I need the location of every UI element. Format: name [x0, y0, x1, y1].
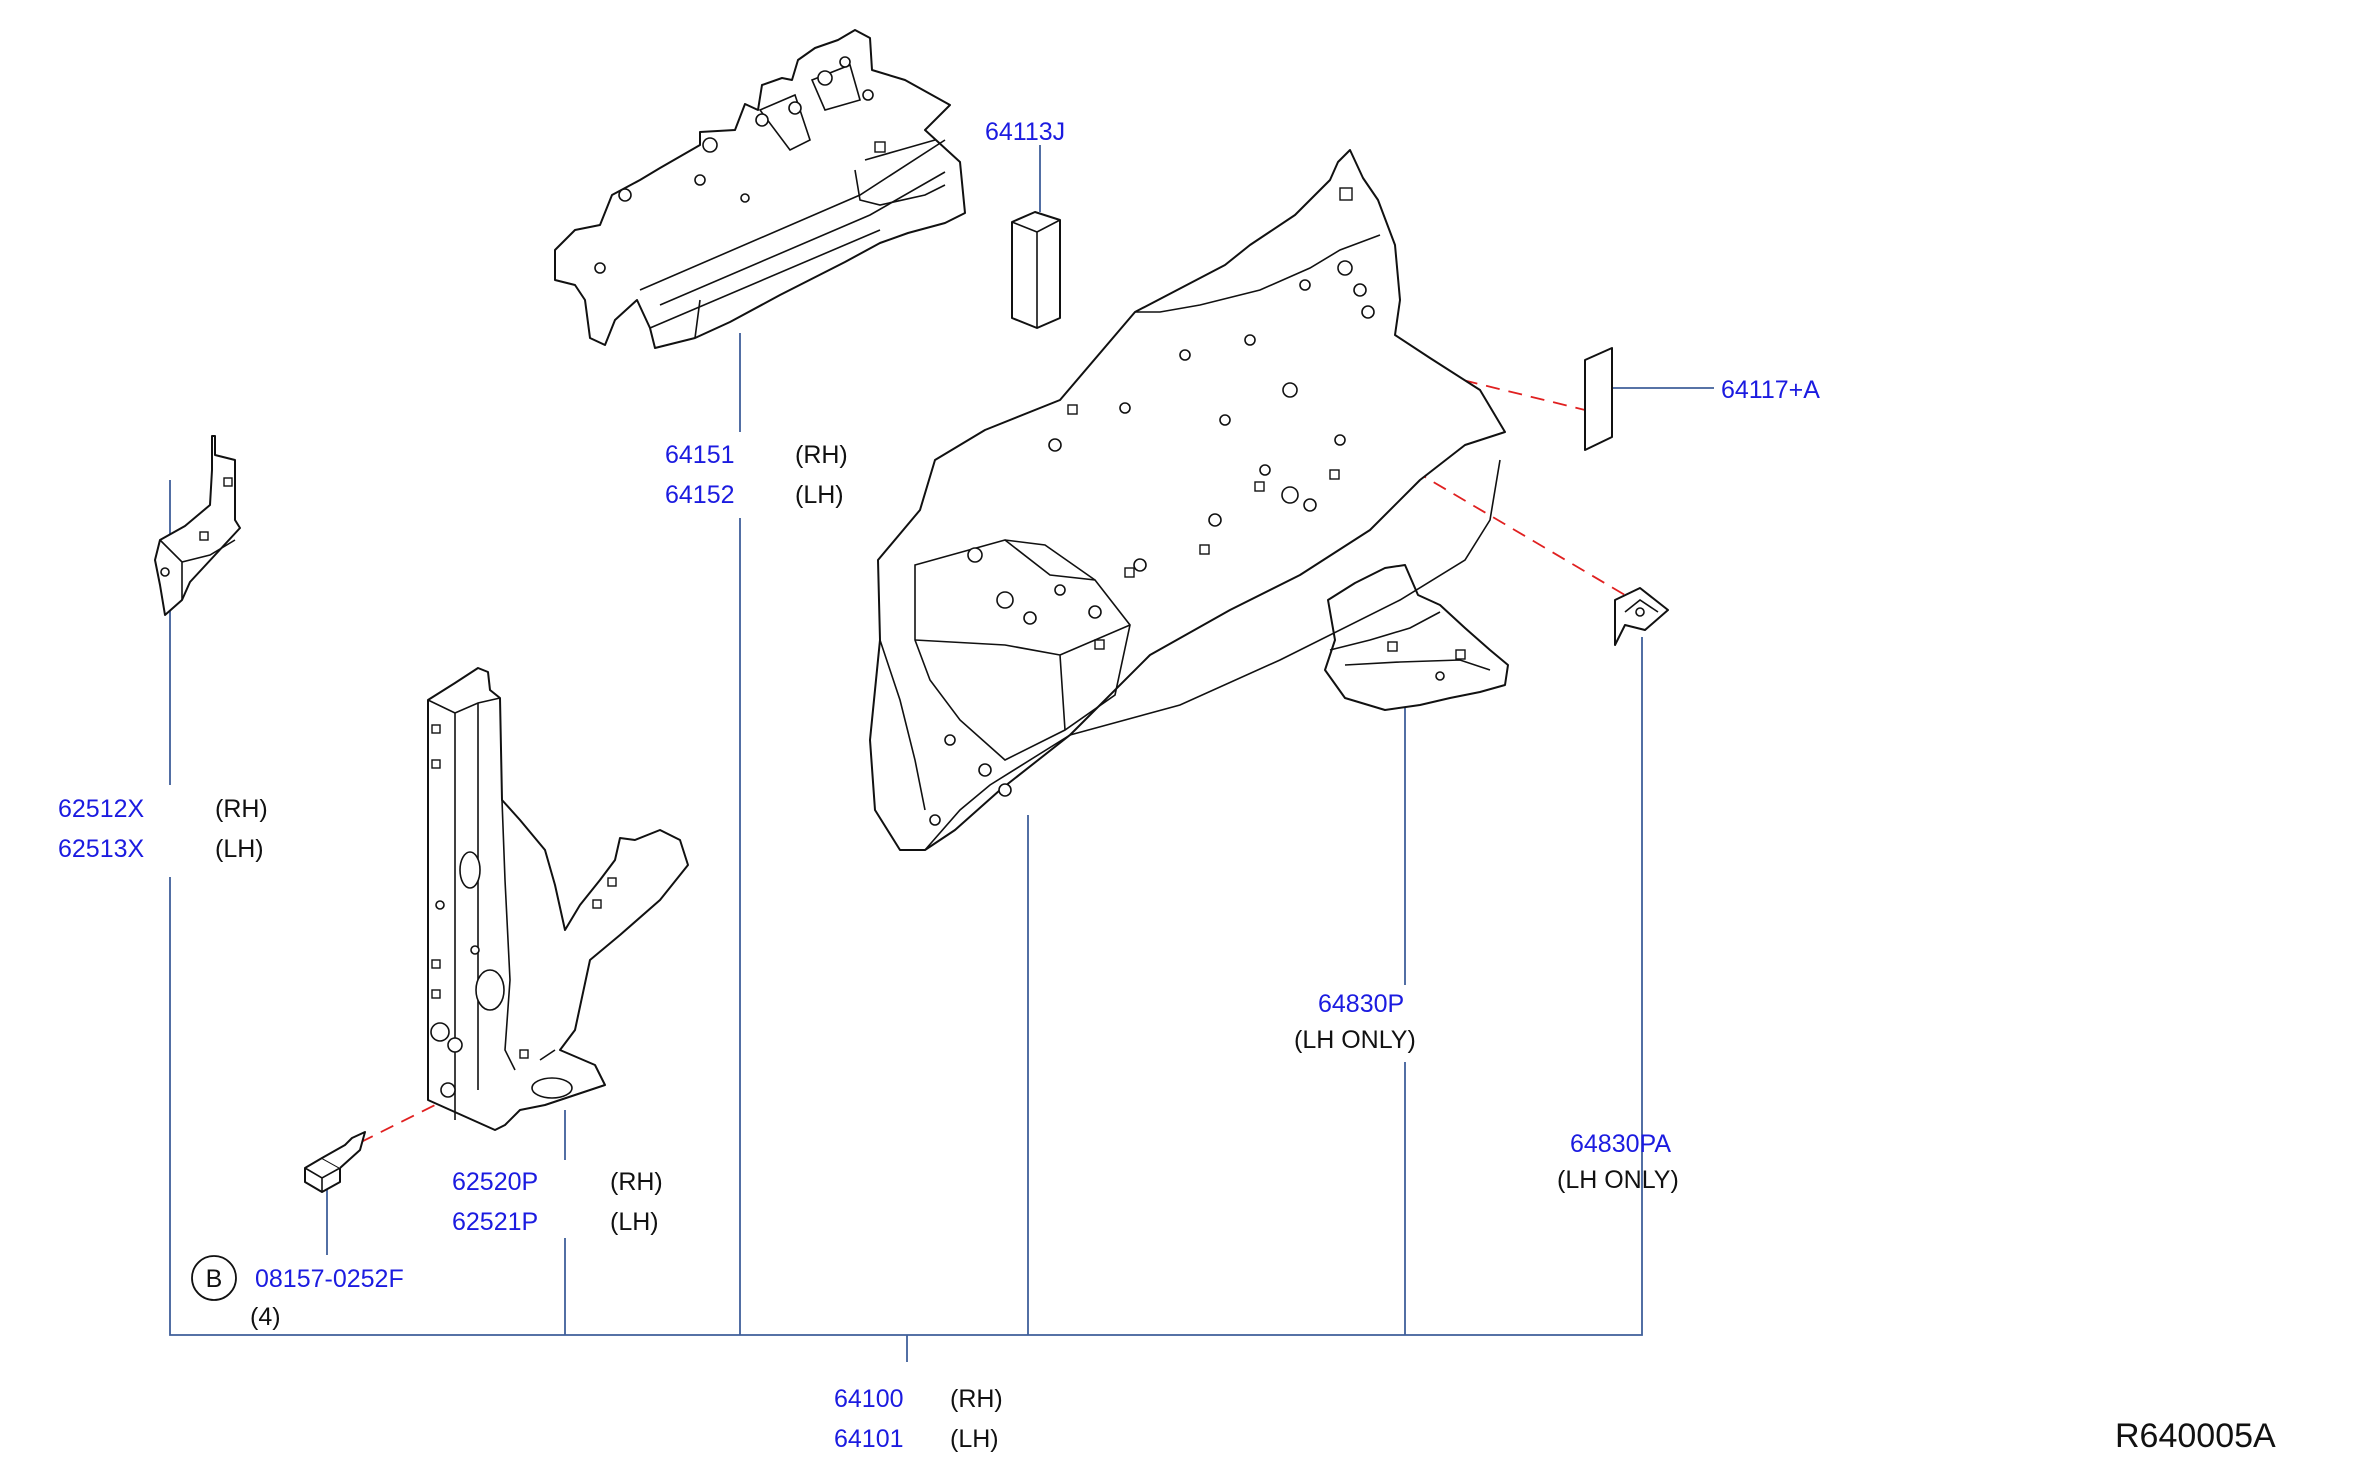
- bracket-part: [1324, 564, 1509, 711]
- callout-62512X: 62512X: [58, 795, 145, 823]
- side-lh-64101: (LH): [950, 1425, 999, 1453]
- upper-rail-part: [554, 29, 966, 349]
- b-marker: B: [191, 1255, 237, 1301]
- small-bracket-part: [1614, 587, 1669, 646]
- callout-64830P: 64830P: [1318, 990, 1404, 1018]
- bolt-part: [304, 1131, 366, 1193]
- callout-64100: 64100: [834, 1385, 904, 1413]
- side-rh-64100: (RH): [950, 1385, 1003, 1413]
- callout-64151: 64151: [665, 441, 735, 469]
- side-lh-62513X: (LH): [215, 835, 264, 863]
- side-rh-64151: (RH): [795, 441, 848, 469]
- callout-64830PA: 64830PA: [1570, 1130, 1671, 1158]
- note-lh-only-64830P: (LH ONLY): [1294, 1026, 1416, 1054]
- filler-block-part: [1011, 211, 1061, 329]
- callout-08157-0252F: 08157-0252F: [255, 1265, 404, 1293]
- leader-lines: [169, 145, 1714, 1362]
- callout-62520P: 62520P: [452, 1168, 538, 1196]
- side-rh-62520P: (RH): [610, 1168, 663, 1196]
- quantity-note: (4): [250, 1303, 281, 1331]
- callout-64152: 64152: [665, 481, 735, 509]
- hoodledge-reinforcement-part: [427, 667, 689, 1131]
- callout-62513X: 62513X: [58, 835, 145, 863]
- front-side-member-part: [869, 149, 1506, 851]
- callout-64117A: 64117+A: [1721, 376, 1820, 404]
- b-marker-letter: B: [206, 1265, 223, 1293]
- callout-64101: 64101: [834, 1425, 904, 1453]
- seal-plate-part: [1584, 347, 1613, 451]
- side-lh-62521P: (LH): [610, 1208, 659, 1236]
- side-lh-64152: (LH): [795, 481, 844, 509]
- callout-labels: 64113J 64117+A 64151 (RH) 64152 (LH) 625…: [58, 118, 2276, 1455]
- hoodledge-bracket-part: [154, 435, 241, 616]
- callout-64113J: 64113J: [985, 118, 1065, 146]
- diagram-reference-id: R640005A: [2115, 1417, 2276, 1455]
- side-rh-62512X: (RH): [215, 795, 268, 823]
- callout-62521P: 62521P: [452, 1208, 538, 1236]
- note-lh-only-64830PA: (LH ONLY): [1557, 1166, 1679, 1194]
